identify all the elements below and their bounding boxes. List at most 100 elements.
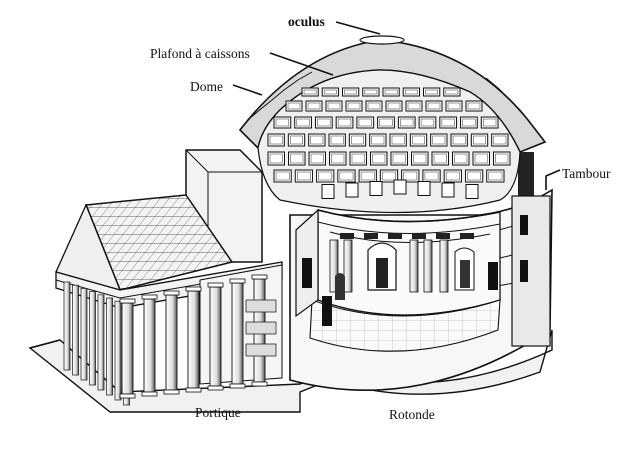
coffer — [450, 133, 468, 147]
coffer-inner — [454, 153, 468, 164]
column-capital — [251, 274, 268, 280]
column-capital — [207, 282, 224, 288]
drum-niches — [335, 273, 345, 300]
rotunda-columns — [329, 233, 474, 293]
coffer-inner — [290, 135, 303, 145]
coffer — [329, 151, 347, 166]
coffer-inner — [327, 102, 341, 110]
coffer — [308, 133, 326, 147]
column-base — [141, 391, 158, 397]
coffer-inner — [407, 102, 421, 110]
wall-panel — [245, 321, 277, 335]
portico-column — [89, 291, 96, 386]
coffer — [465, 100, 483, 112]
label-rotonde: Rotonde — [389, 407, 435, 422]
attic-dark-panel — [340, 233, 354, 239]
attic-dark-panel — [436, 233, 450, 239]
coffer — [409, 133, 428, 147]
rotunda-column — [439, 239, 449, 293]
coffer-inner — [360, 171, 375, 181]
coffer-inner — [337, 118, 352, 127]
column-capital — [185, 286, 202, 292]
attic-window — [465, 184, 479, 199]
column-base — [251, 381, 268, 387]
coffer — [337, 169, 356, 183]
coffer-inner — [307, 102, 321, 110]
portico-column — [97, 294, 105, 391]
coffer-inner — [351, 153, 365, 164]
coffer-inner — [488, 171, 503, 181]
coffer — [314, 116, 333, 129]
coffer-inner — [287, 102, 301, 110]
attic-dark-panel — [412, 233, 426, 239]
coffer — [273, 116, 292, 129]
coffer-inner — [384, 89, 398, 95]
coffer-inner — [347, 102, 361, 110]
coffer-inner — [404, 89, 418, 95]
coffer — [493, 151, 511, 166]
portico-column — [80, 288, 88, 381]
column-base — [207, 385, 224, 391]
coffer — [267, 151, 285, 166]
coffer-inner — [379, 118, 393, 127]
coffer-inner — [269, 135, 283, 145]
coffer — [486, 169, 505, 183]
coffer-inner — [275, 118, 290, 127]
coffer — [345, 100, 363, 112]
coffer-inner — [473, 135, 486, 145]
label-plafond-a-caissons: Plafond à caissons — [150, 46, 250, 61]
coffer — [480, 116, 499, 129]
coffer — [335, 116, 354, 129]
coffer — [288, 151, 306, 166]
coffer — [377, 116, 395, 129]
coffer — [273, 169, 292, 183]
rotunda-column — [329, 239, 339, 293]
portico-column — [63, 281, 71, 371]
leader-lines — [232, 21, 561, 190]
coffer-inner — [391, 135, 405, 145]
coffer — [294, 116, 312, 129]
coffer-inner — [462, 118, 476, 127]
coffer-inner — [371, 135, 385, 145]
coffer — [287, 133, 306, 147]
rotunda-column — [343, 239, 353, 293]
coffer-inner — [424, 171, 439, 181]
coffer-inner — [364, 89, 378, 95]
coffer-inner — [452, 135, 466, 145]
attic-dark-panel — [364, 233, 378, 239]
coffer-inner — [467, 102, 481, 110]
coffer-inner — [482, 118, 497, 127]
coffer-inner — [290, 153, 304, 164]
column-base — [229, 383, 246, 389]
coffer-inner — [351, 135, 364, 145]
coffer — [423, 87, 441, 97]
coffer — [294, 169, 314, 183]
attic-window — [369, 181, 383, 196]
coffer — [365, 100, 383, 112]
attic-window — [417, 181, 431, 196]
coffer-inner — [303, 89, 317, 95]
attic-window — [441, 182, 455, 198]
coffer-inner — [275, 171, 290, 181]
coffer-inner — [493, 135, 507, 145]
coffer — [443, 169, 462, 183]
portico-column — [121, 302, 134, 395]
coffer — [305, 100, 323, 112]
label-dome: Dome — [190, 79, 223, 94]
coffer-inner — [467, 171, 482, 181]
coffer-inner — [372, 153, 386, 164]
portico-column — [143, 298, 156, 393]
portico-column — [106, 297, 113, 396]
coffer-inner — [441, 118, 455, 127]
coffer-inner — [445, 171, 460, 181]
label-portique: Portique — [195, 405, 241, 420]
coffer-inner — [296, 171, 311, 181]
coffer-inner — [495, 153, 509, 164]
coffer — [390, 151, 408, 166]
column-base — [119, 393, 136, 399]
column-base — [163, 389, 180, 395]
rotunda-column — [423, 239, 433, 293]
coffer — [422, 169, 441, 183]
coffer-inner — [323, 89, 337, 95]
coffer — [401, 169, 420, 183]
